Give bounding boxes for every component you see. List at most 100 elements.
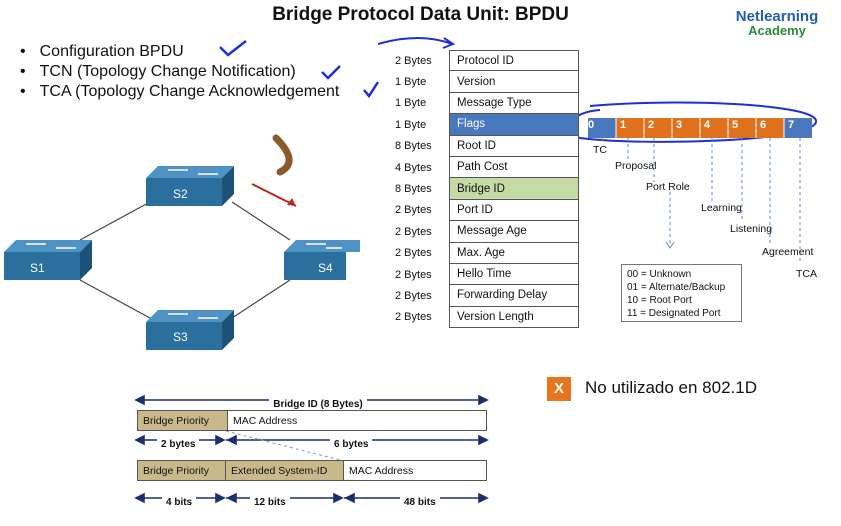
flag-bit-label: 1: [620, 119, 627, 131]
flag-bit-label: 5: [732, 119, 739, 131]
field-size: 2 Bytes: [395, 204, 432, 217]
table-row: 2 Bytes Forwarding Delay: [395, 285, 579, 307]
field-name: Version: [449, 71, 579, 93]
checkmark-icon: [363, 81, 380, 99]
flag-bit-box: [672, 118, 700, 138]
table-row: 1 Byte Message Type: [395, 92, 579, 115]
table-row: 1 Byte Flags: [395, 114, 579, 136]
arrow-annotation: [377, 37, 453, 45]
field-size: 8 Bytes: [395, 183, 432, 196]
field-size: 2 Bytes: [395, 311, 432, 324]
flag-bit-label: 0: [588, 119, 595, 131]
flag-bit-box: [616, 118, 644, 138]
table-row: 2 Bytes Hello Time: [395, 263, 579, 286]
bridge-priority-cell: Bridge Priority: [138, 461, 226, 480]
field-name: Message Type: [449, 92, 579, 115]
field-name-flags: Flags: [449, 114, 579, 136]
field-name: Forwarding Delay: [449, 285, 579, 307]
checkmark-icon: [219, 40, 247, 57]
flag-bit-box: [588, 118, 616, 138]
flag-bit-label: 7: [788, 119, 795, 131]
flag-bit-box: [644, 118, 672, 138]
legend-entry: 00 = Unknown: [627, 269, 692, 280]
field-size: 1 Byte: [395, 76, 427, 89]
list-item: Configuration BPDU: [18, 42, 339, 62]
legend-entry: 10 = Root Port: [627, 295, 692, 306]
flag-label-port-role: Port Role: [646, 181, 690, 193]
logo-line1: Netlearning: [735, 8, 819, 25]
field-size: 2 Bytes: [395, 54, 432, 67]
flag-bits-diagram: [588, 118, 812, 262]
flag-bit-label: 2: [648, 119, 655, 131]
flag-bit-box: [756, 118, 784, 138]
page-title: Bridge Protocol Data Unit: BPDU: [272, 4, 569, 25]
switch-s3-icon: [146, 310, 234, 350]
flag-label-tc: TC: [593, 144, 607, 156]
dim-label: 12 bits: [250, 497, 290, 508]
bridge-priority-cell: Bridge Priority: [138, 411, 228, 430]
flag-bit-label: 4: [704, 119, 711, 131]
list-item: TCA (Topology Change Acknowledgement: [18, 82, 340, 102]
switch-label: S2: [173, 187, 188, 201]
field-size: 2 Bytes: [395, 289, 432, 302]
flag-bit-box: [784, 118, 812, 138]
bridge-id-row2: Bridge Priority Extended System-ID MAC A…: [137, 460, 487, 481]
field-size: 2 Bytes: [395, 247, 432, 260]
switch-label: S3: [173, 330, 188, 344]
logo-line2: Academy: [748, 23, 806, 38]
dim-label: 2 bytes: [157, 439, 200, 450]
field-size: 1 Byte: [395, 97, 427, 110]
flag-bit-box: [700, 118, 728, 138]
field-size: 2 Bytes: [395, 268, 432, 281]
table-row: 2 Bytes Max. Age: [395, 242, 579, 264]
table-row: 2 Bytes Version Length: [395, 306, 579, 329]
switch-s2-icon: [146, 166, 234, 206]
field-name: Port ID: [449, 199, 579, 222]
field-name-bridge-id: Bridge ID: [449, 178, 579, 200]
field-size: 8 Bytes: [395, 140, 432, 153]
field-size: 4 Bytes: [395, 161, 432, 174]
dim-label: 48 bits: [400, 497, 440, 508]
bpdu-types-list: Configuration BPDU TCN (Topology Change …: [18, 42, 340, 102]
flag-label-listening: Listening: [730, 223, 773, 235]
bridge-id-row1: Bridge Priority MAC Address: [137, 410, 487, 431]
flag-label-learning: Learning: [701, 202, 742, 214]
table-row: 8 Bytes Root ID: [395, 135, 579, 157]
mac-address-cell: MAC Address: [349, 464, 414, 477]
boomerang-icon: [272, 134, 293, 176]
legend-entry: 01 = Alternate/Backup: [627, 282, 726, 293]
switch-s4-icon: [284, 240, 360, 280]
flag-bit-label: 3: [676, 119, 683, 131]
table-row: 1 Byte Version: [395, 71, 579, 93]
list-item: TCN (Topology Change Notification): [18, 62, 339, 82]
legend-entry: 11 = Designated Port: [627, 308, 721, 319]
extended-system-id-cell: Extended System-ID: [226, 461, 344, 480]
field-name: Message Age: [449, 221, 579, 243]
field-size: 1 Byte: [395, 118, 427, 131]
checkmark-icon: [321, 65, 341, 80]
switch-topology: [4, 166, 360, 350]
flag-label-proposal: Proposal: [615, 160, 657, 172]
bridge-id-header: Bridge ID (8 Bytes): [269, 399, 367, 410]
field-name: Max. Age: [449, 242, 579, 264]
not-used-note: No utilizado en 802.1D: [585, 378, 758, 397]
field-name: Protocol ID: [449, 50, 579, 72]
switch-label: S1: [30, 261, 45, 275]
logo: Netlearning Academy: [722, 8, 832, 38]
table-row: 2 Bytes Protocol ID: [395, 50, 579, 72]
flag-label-tca: TCA: [796, 268, 817, 280]
table-row: 4 Bytes Path Cost: [395, 156, 579, 179]
switch-s1-icon: [4, 240, 92, 280]
dim-label: 4 bits: [162, 497, 197, 508]
not-used-icon: X: [547, 377, 571, 401]
field-name: Version Length: [449, 306, 579, 329]
dim-label: 6 bytes: [330, 439, 373, 450]
port-role-legend: 00 = Unknown 01 = Alternate/Backup 10 = …: [621, 264, 742, 322]
field-name: Path Cost: [449, 156, 579, 179]
mac-address-cell: MAC Address: [233, 414, 298, 427]
flag-label-agreement: Agreement: [762, 246, 814, 258]
field-name: Root ID: [449, 135, 579, 157]
field-name: Hello Time: [449, 263, 579, 286]
